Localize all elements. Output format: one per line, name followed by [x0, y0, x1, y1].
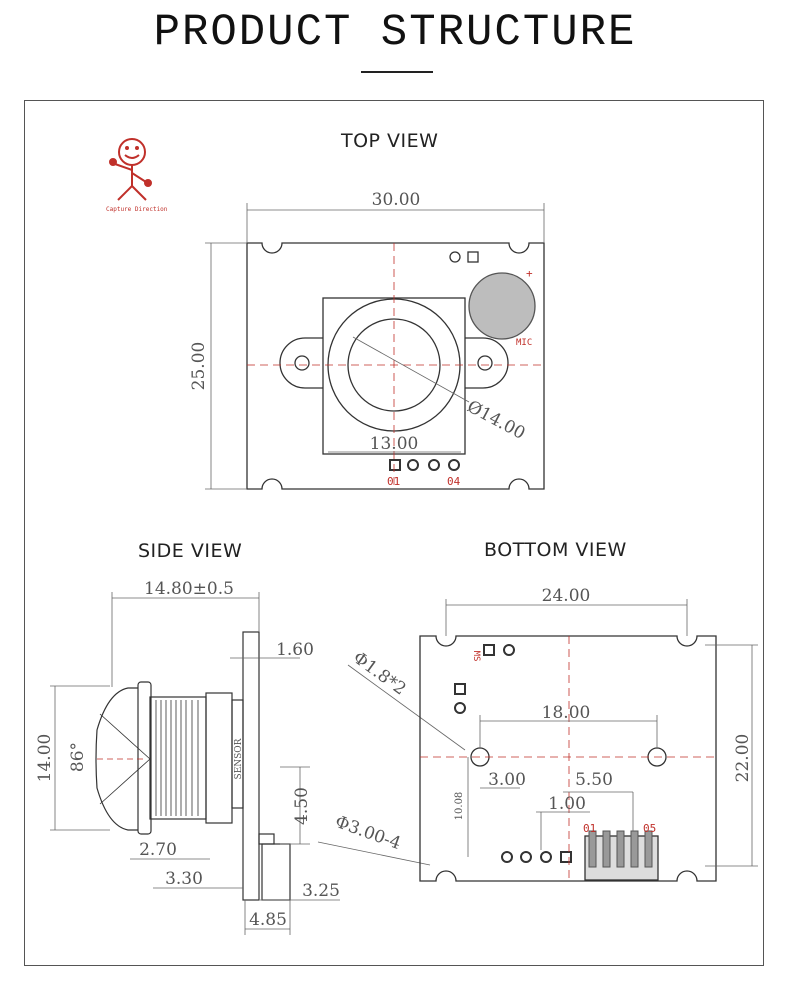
side-view-threads	[97, 700, 199, 816]
logo-caption: Capture Direction	[106, 206, 168, 213]
capture-direction-logo	[109, 138, 152, 201]
bottom-conn-pos-dim: 5.50	[575, 770, 613, 790]
side-view-label: SIDE VIEW	[138, 540, 243, 562]
page-title: PRODUCT STRUCTURE	[153, 7, 637, 59]
bottom-connector-pins	[588, 830, 653, 868]
bottom-offset-dim: 3.00	[488, 770, 526, 790]
ms-label: MS	[471, 651, 481, 662]
hole-big-dim: Φ3.00-4	[332, 812, 403, 854]
top-view-centerlines	[247, 243, 544, 489]
title-underline	[361, 71, 433, 73]
top-view-dimensions	[205, 203, 545, 490]
top-pin-last: 04	[447, 475, 461, 488]
side-d3-dim: 3.25	[302, 881, 340, 901]
bottom-width-dim: 24.00	[542, 586, 591, 606]
bottom-vert-dim: 10.08	[454, 792, 465, 821]
side-d4-dim: 4.85	[249, 910, 287, 930]
top-pin-first: 01	[387, 475, 400, 488]
side-d2-dim: 3.30	[165, 869, 203, 889]
bottom-view-dimensions	[445, 599, 758, 867]
top-lens-dia-dim: Ø14.00	[464, 397, 529, 444]
side-view-dimensions	[50, 592, 466, 935]
hole-small-dim: Φ1.8*2	[349, 648, 410, 700]
bottom-pin-last: 05	[643, 822, 656, 835]
side-pcb-dim: 1.60	[276, 640, 314, 660]
bottom-height-dim: 22.00	[733, 734, 753, 783]
mic-label: MIC	[516, 338, 532, 348]
drawing-frame	[24, 100, 764, 966]
top-height-dim: 25.00	[189, 342, 209, 391]
side-length-dim: 14.80±0.5	[144, 579, 234, 599]
bottom-view-drawing	[419, 635, 717, 882]
sensor-label: SENSOR	[234, 738, 244, 779]
bottom-pin-first: 01	[583, 822, 596, 835]
bottom-hole-spacing-dim: 18.00	[542, 703, 591, 723]
top-view-label: TOP VIEW	[341, 130, 439, 152]
mic-plus: +	[526, 267, 533, 280]
bottom-view-centerlines	[420, 636, 716, 881]
top-width-dim: 30.00	[372, 190, 421, 210]
top-lens-width-dim: 13.00	[370, 434, 419, 454]
side-angle-dim: 86°	[68, 742, 88, 772]
side-lens-dim: 14.00	[35, 734, 55, 783]
side-d1-dim: 2.70	[139, 840, 177, 860]
bottom-view-label: BOTTOM VIEW	[484, 539, 627, 561]
side-conn-h-dim: 4.50	[292, 787, 312, 825]
bottom-pitch-dim: 1.00	[548, 794, 586, 814]
side-view-drawing	[95, 631, 291, 901]
